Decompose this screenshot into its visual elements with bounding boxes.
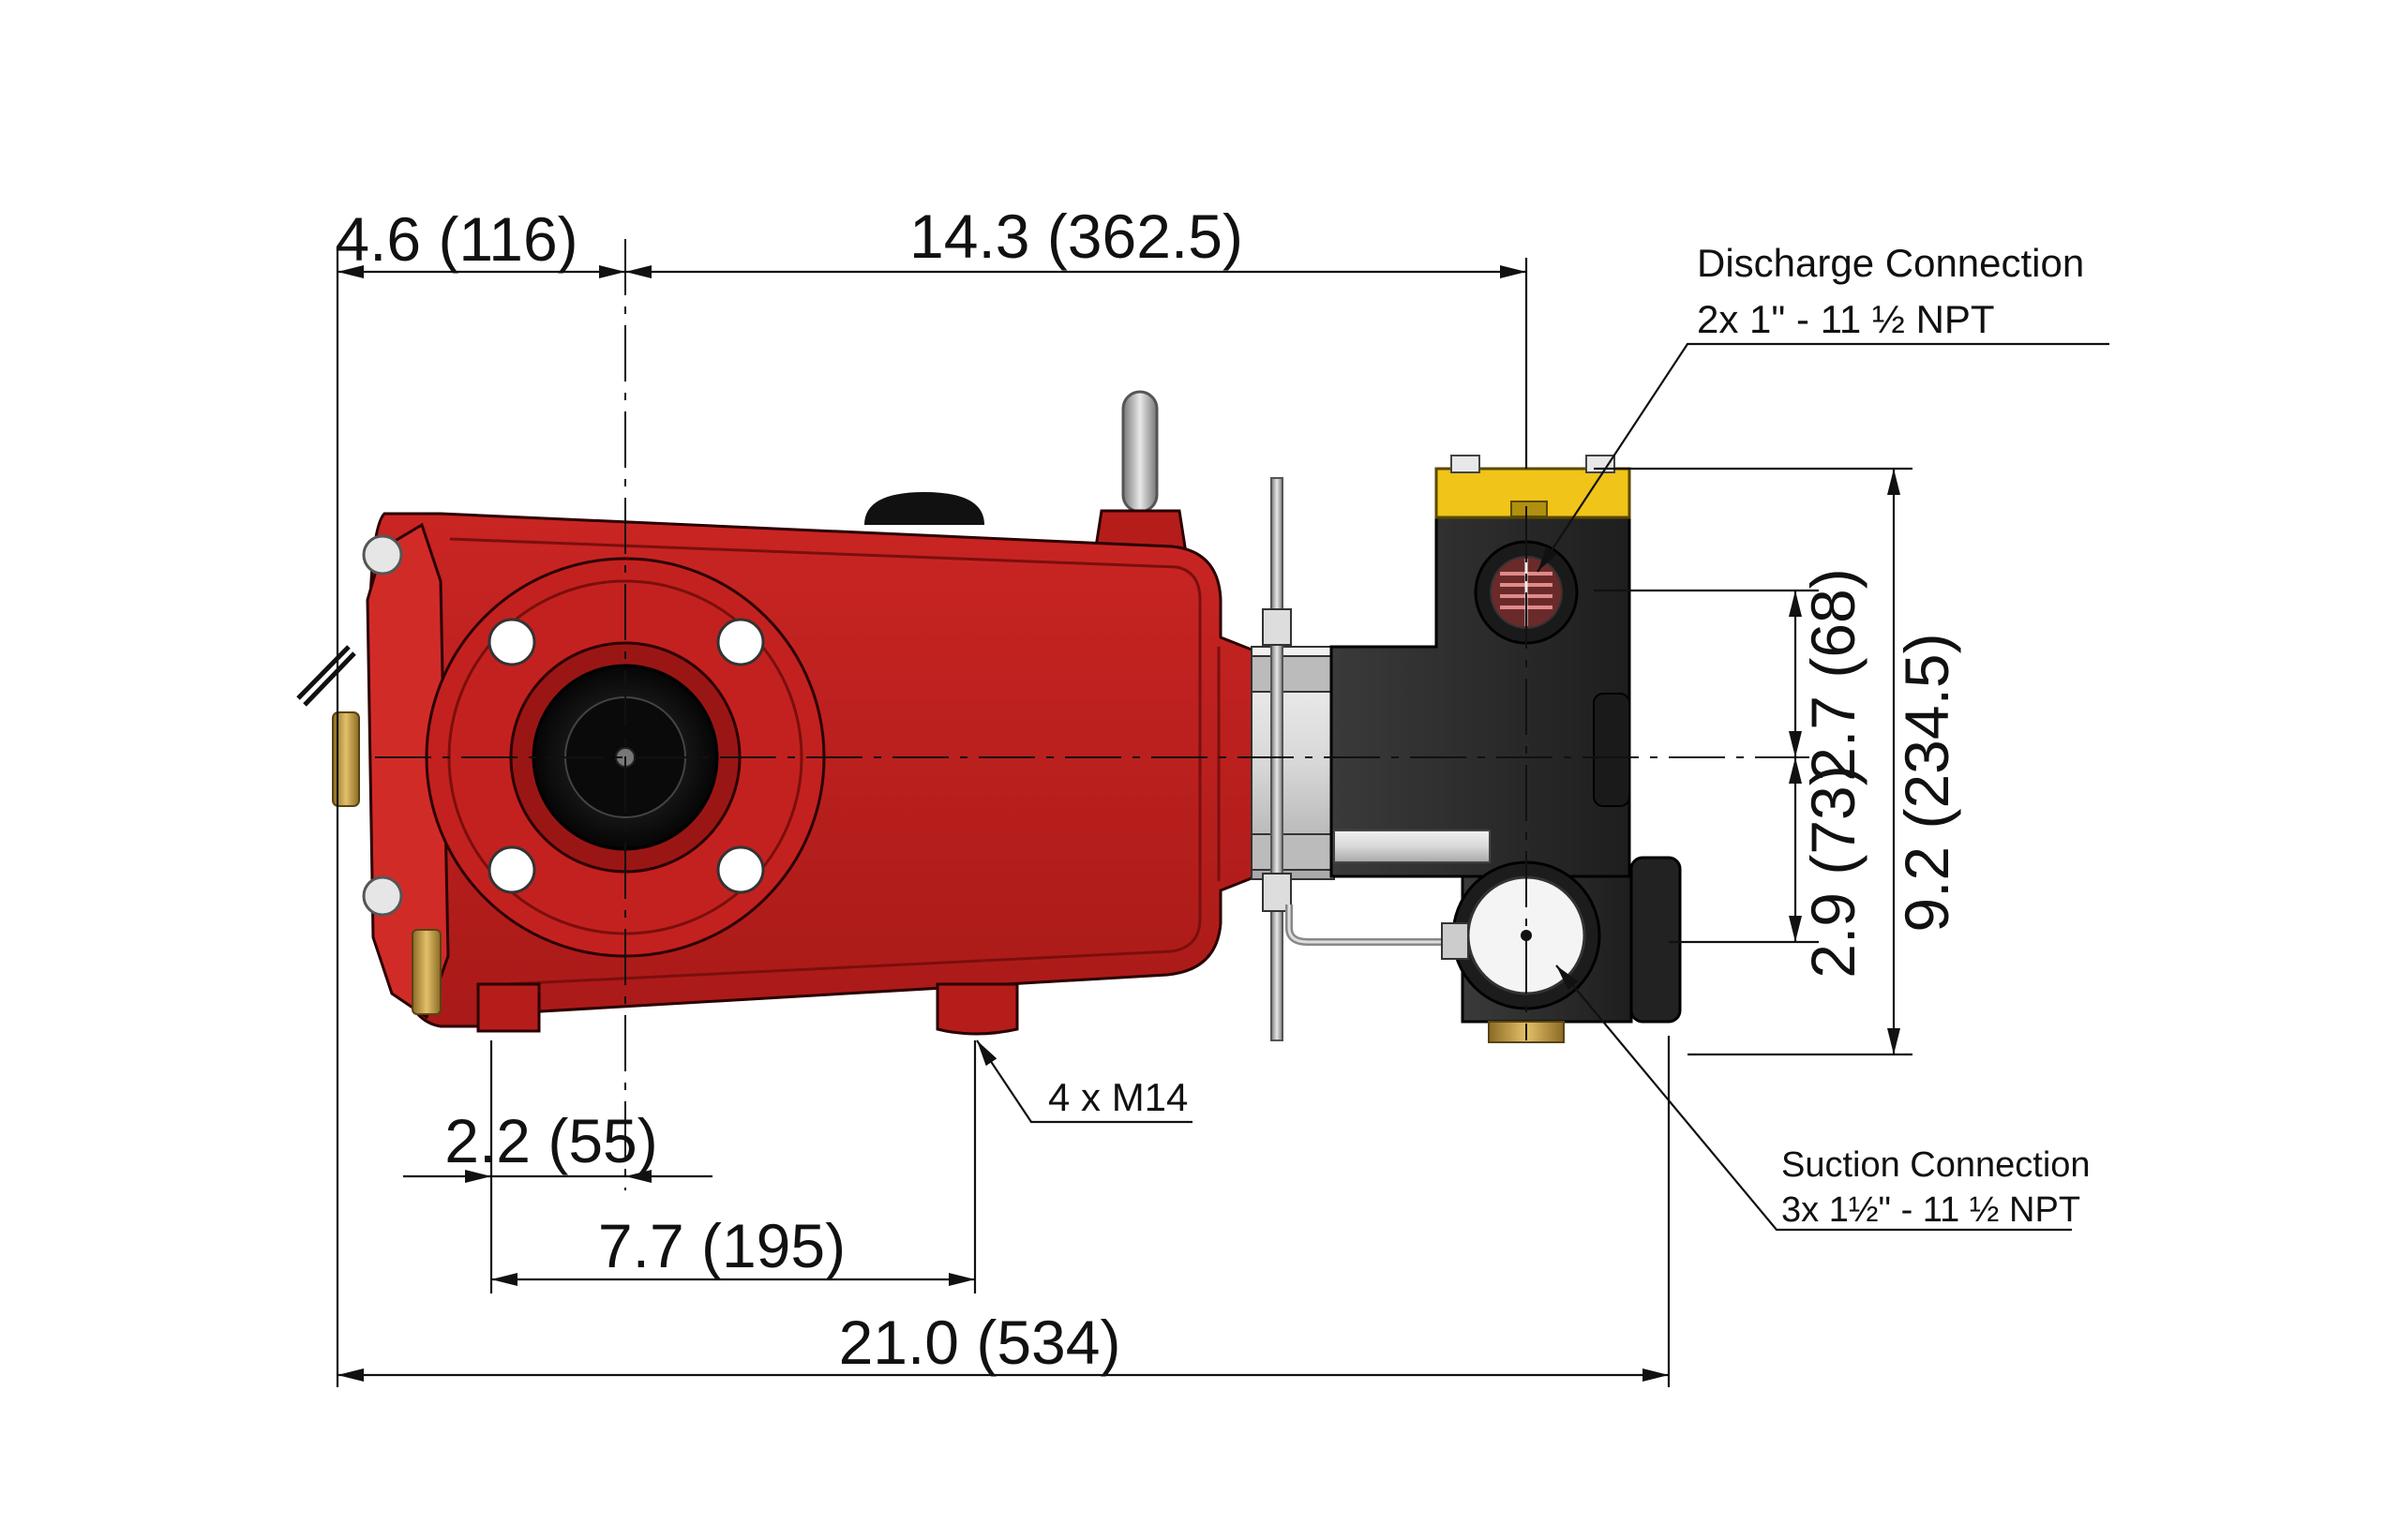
cover-bolt-hole (488, 845, 536, 894)
dim-discharge-height: 2.7 (68) (1798, 568, 1868, 781)
dim-overall-length: 21.0 (534) (839, 1308, 1121, 1377)
discharge-callout-spec: 2x 1" - 11 ½ NPT (1697, 297, 1995, 341)
mount-holes-leader (976, 1039, 1192, 1124)
suction-leader (1555, 964, 2072, 1232)
mount-holes-callout: 4 x M14 (1048, 1075, 1188, 1119)
suction-callout-spec: 3x 1½" - 11 ½ NPT (1781, 1190, 2080, 1230)
dimension-lines (336, 248, 1912, 1387)
mounting-foot (936, 982, 1019, 1036)
dim-suction-height: 2.9 (73) (1798, 765, 1868, 978)
manifold-stud (1270, 477, 1283, 1041)
dim-foot-offset: 2.2 (55) (444, 1106, 657, 1175)
suction-callout-title: Suction Connection (1781, 1145, 2091, 1185)
bypass-tube (1333, 830, 1491, 863)
suction-side-port (1629, 856, 1682, 1024)
breather-cap (864, 492, 984, 525)
mounting-foot (476, 982, 541, 1033)
manifold-head (1329, 481, 1631, 878)
rear-bolt (362, 534, 403, 576)
dim-rear-offset: 4.6 (116) (335, 204, 578, 274)
oil-dipstick-wire (296, 645, 356, 707)
cover-bolt-hole (488, 618, 536, 666)
cover-bolt-hole (716, 618, 765, 666)
drain-plug (412, 929, 442, 1015)
leader-lines (976, 342, 2109, 1232)
dim-shaft-to-manifold: 14.3 (362.5) (909, 202, 1243, 271)
pump-illustration (296, 390, 1682, 1043)
cover-bolt-hole (716, 845, 765, 894)
discharge-callout-title: Discharge Connection (1697, 241, 2084, 285)
discharge-leader (1537, 342, 2109, 573)
dim-overall-height: 9.2 (234.5) (1892, 633, 1961, 932)
lifting-eye (1093, 390, 1188, 555)
center-lines (375, 239, 1809, 1190)
rear-bolt (362, 875, 403, 917)
rear-brass-plug (332, 711, 360, 807)
dim-foot-spacing: 7.7 (195) (598, 1211, 846, 1280)
